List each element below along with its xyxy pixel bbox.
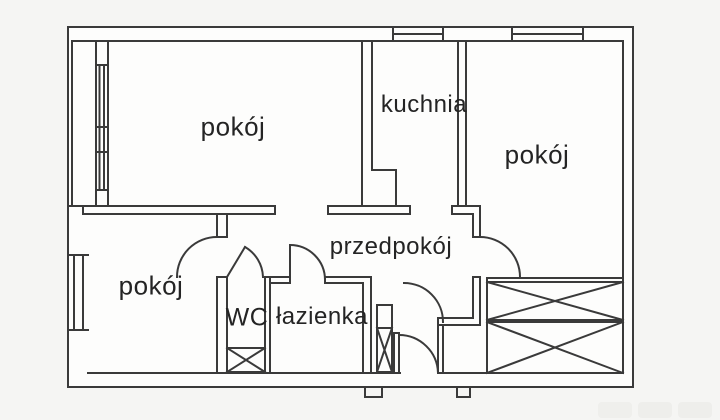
wall-room2-west [437, 205, 481, 374]
wc-door [225, 245, 265, 279]
entrance-door [393, 332, 440, 375]
top-wall-windows [392, 26, 584, 42]
door-room3-arc [175, 235, 219, 279]
door-room2-arc [478, 235, 522, 279]
room-label-kitchen: kuchnia [380, 91, 468, 118]
wardrobe-boxes [485, 277, 625, 375]
wall-room1-kitchen [361, 40, 397, 207]
room-label-top-left: pokój [200, 111, 266, 142]
left-window-strip [95, 40, 109, 207]
watermark [598, 396, 712, 418]
room-label-bathroom: łazienka [275, 303, 369, 330]
wc-crossbox [225, 346, 267, 374]
bathroom-door [288, 243, 327, 284]
room-label-bottom-left: pokój [118, 270, 184, 301]
room-label-top-right: pokój [504, 139, 570, 170]
vestibule-door-arc [402, 281, 445, 324]
wall-kitchen-east [457, 40, 467, 207]
outer-walls [67, 26, 634, 388]
room-label-wc: WC [225, 303, 269, 332]
entrance-thresholds [364, 386, 471, 398]
vent-shaft [375, 304, 394, 374]
left-window-lower [67, 254, 89, 331]
wall-central [67, 205, 481, 215]
room-label-hallway: przedpokój [329, 233, 453, 260]
